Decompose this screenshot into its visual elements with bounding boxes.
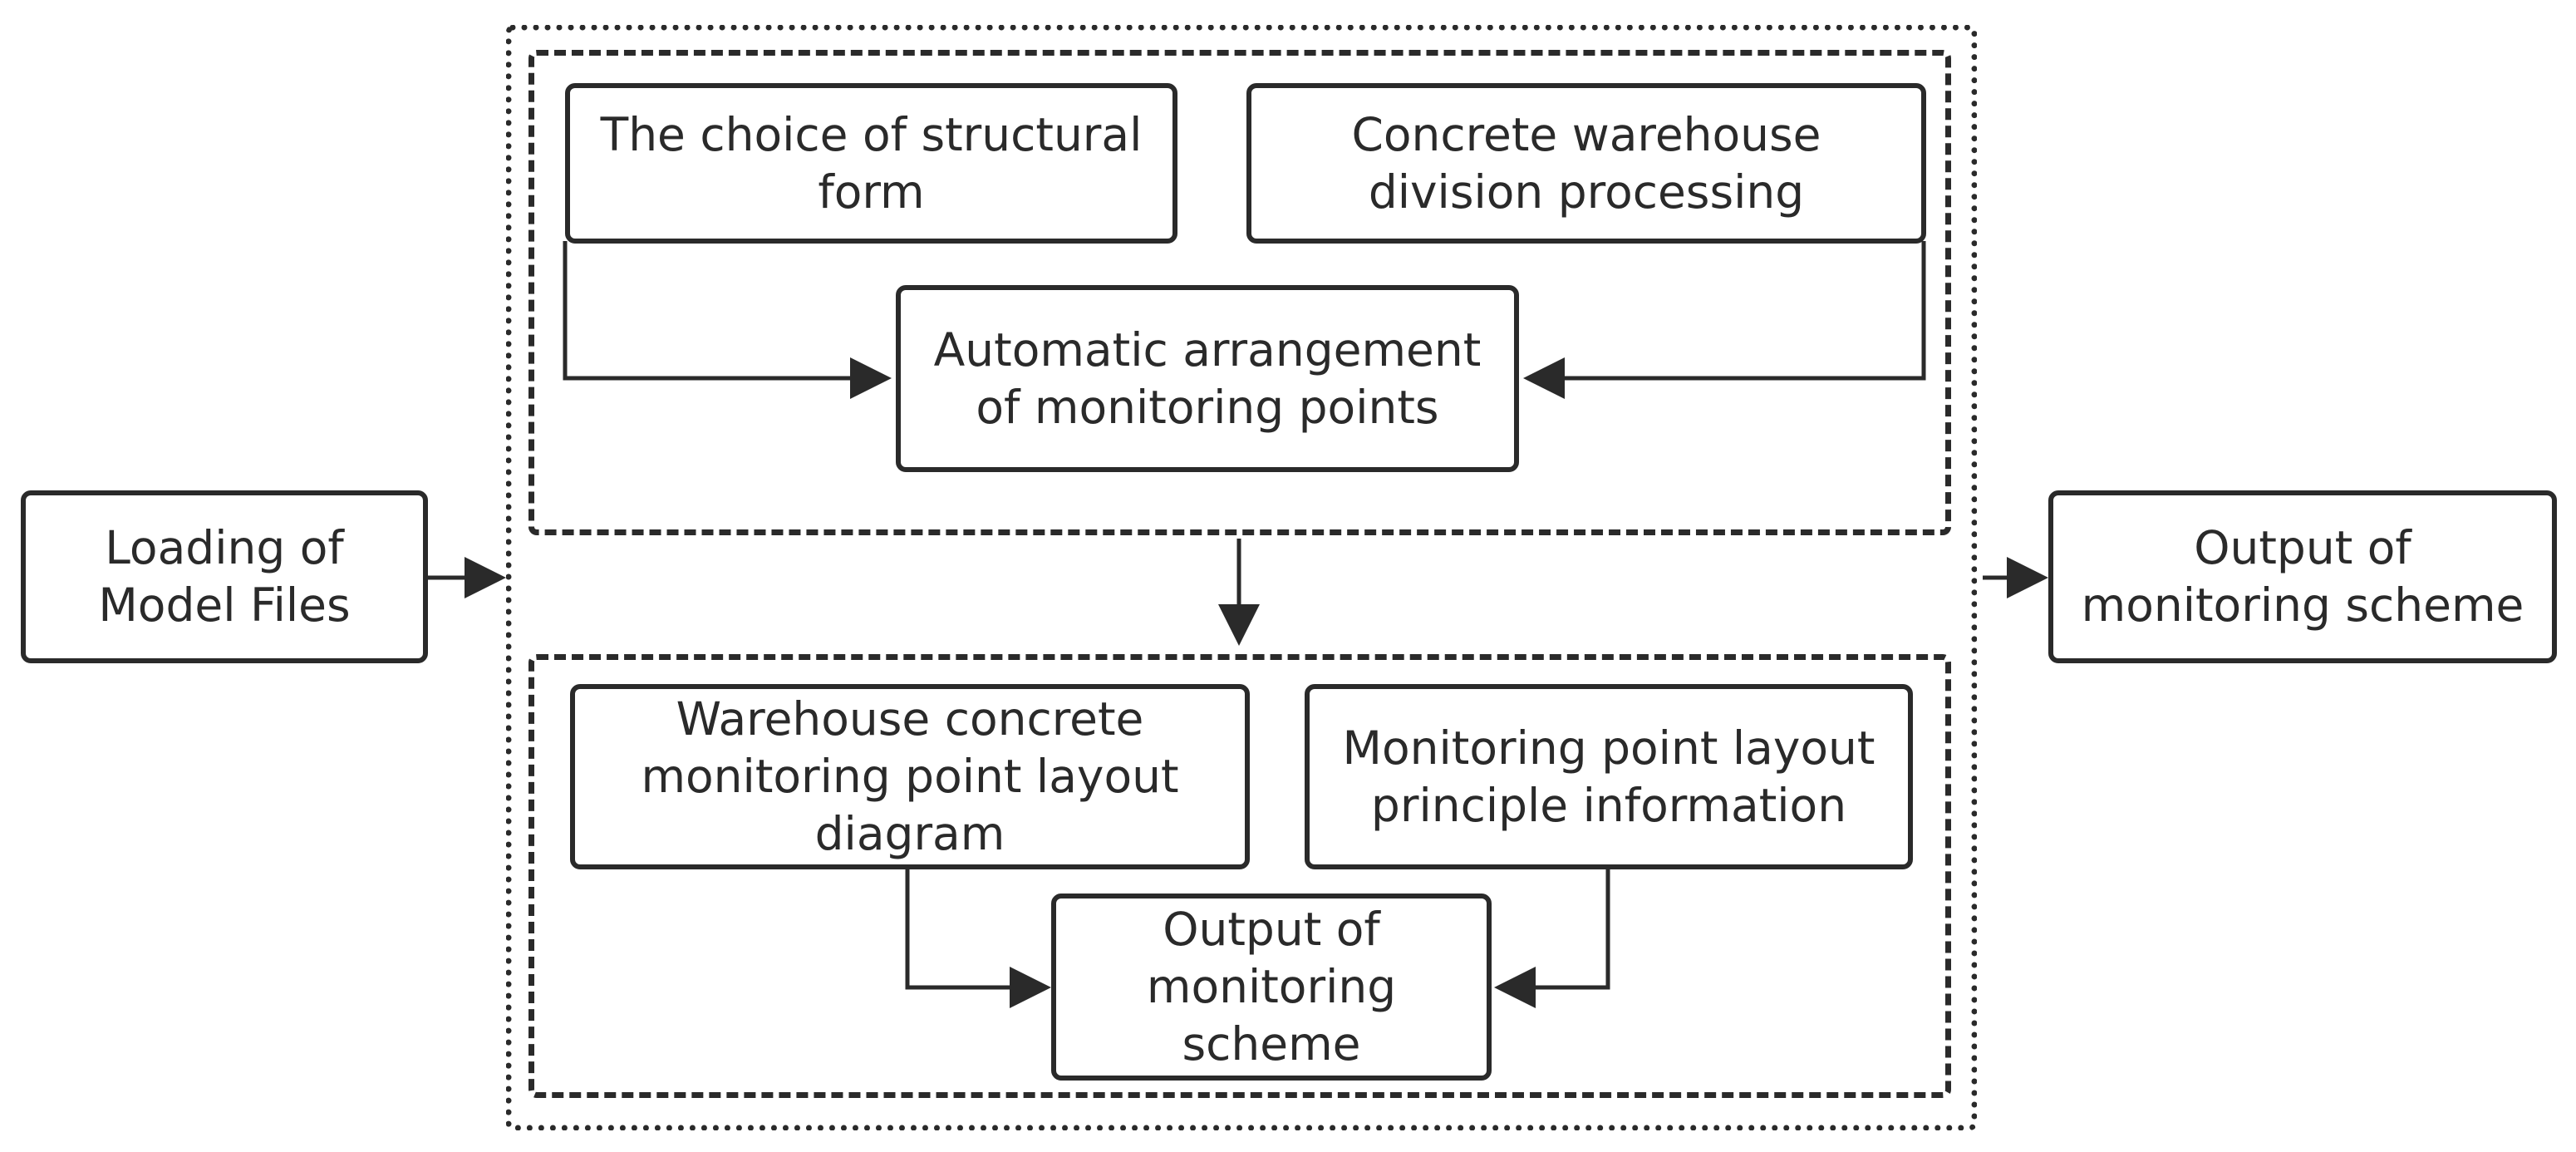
top-process-group — [528, 50, 1951, 535]
output-scheme-outer-box: Output of monitoring scheme — [2048, 490, 2557, 663]
edge-structural-to-auto — [563, 241, 892, 399]
output-scheme-inner-label: Output of monitoring scheme — [1146, 903, 1397, 1071]
layout-principle-label: Monitoring point layout principle inform… — [1342, 721, 1875, 832]
output-scheme-inner-box: Output of monitoring scheme — [1051, 894, 1492, 1081]
layout-diagram-label: Warehouse concrete monitoring point layo… — [641, 692, 1179, 860]
warehouse-division-box: Concrete warehouse division processing — [1246, 83, 1926, 244]
auto-arrangement-box: Automatic arrangement of monitoring poin… — [896, 285, 1519, 472]
warehouse-division-label: Concrete warehouse division processing — [1351, 107, 1821, 219]
structural-form-label: The choice of structural form — [600, 107, 1143, 219]
layout-diagram-box: Warehouse concrete monitoring point layo… — [570, 684, 1250, 869]
edge-division-to-auto — [1523, 241, 1926, 399]
loading-model-files-label: Loading of Model Files — [98, 521, 351, 632]
structural-form-box: The choice of structural form — [565, 83, 1177, 244]
edge-diagram-to-output — [905, 867, 1051, 1008]
bottom-output-group — [528, 654, 1951, 1098]
layout-principle-box: Monitoring point layout principle inform… — [1305, 684, 1913, 869]
edge-principle-to-output — [1494, 867, 1610, 1008]
system-frame — [506, 25, 1977, 1130]
output-scheme-outer-label: Output of monitoring scheme — [2081, 521, 2524, 632]
loading-model-files-box: Loading of Model Files — [21, 490, 428, 663]
auto-arrangement-label: Automatic arrangement of monitoring poin… — [933, 322, 1482, 434]
